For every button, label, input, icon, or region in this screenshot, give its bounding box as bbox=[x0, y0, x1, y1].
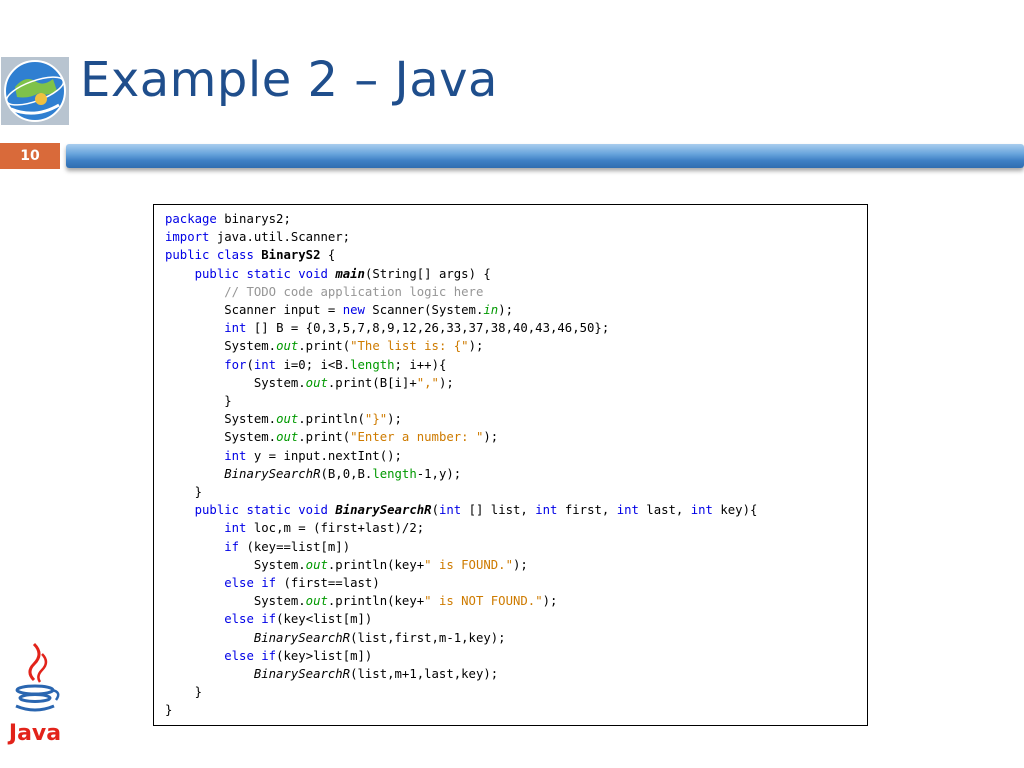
code-line-9: for(int i=0; i<B.length; i++){ bbox=[224, 357, 447, 372]
code-line-25: else if(key>list[m]) bbox=[224, 648, 373, 663]
code-line-15: BinarySearchR(B,0,B.length-1,y); bbox=[224, 466, 462, 481]
code-line-20: System.out.println(key+" is FOUND."); bbox=[165, 557, 528, 572]
code-line-24: BinarySearchR(list,first,m-1,key); bbox=[253, 630, 506, 645]
code-block: package binarys2; import java.util.Scann… bbox=[153, 204, 868, 726]
code-line-8: System.out.print("The list is: {"); bbox=[165, 339, 484, 354]
code-line-11: } bbox=[165, 394, 232, 409]
code-line-23: else if(key<list[m]) bbox=[224, 612, 373, 627]
code-line-13: System.out.print("Enter a number: "); bbox=[165, 430, 499, 445]
code-line-28: } bbox=[165, 703, 173, 718]
java-logo-icon: Java bbox=[7, 642, 61, 746]
code-line-4: public static void main(String[] args) { bbox=[194, 266, 491, 281]
code-line-22: System.out.println(key+" is NOT FOUND.")… bbox=[165, 594, 558, 609]
header-bar bbox=[66, 144, 1024, 168]
code-line-21: else if (first==last) bbox=[224, 576, 380, 591]
code-line-26: BinarySearchR(list,m+1,last,key); bbox=[253, 667, 499, 682]
code-line-7: int [] B = {0,3,5,7,8,9,12,26,33,37,38,4… bbox=[224, 321, 610, 336]
code-line-10: System.out.print(B[i]+","); bbox=[165, 375, 454, 390]
code-line-14: int y = input.nextInt(); bbox=[224, 448, 402, 463]
code-line-5: // TODO code application logic here bbox=[224, 284, 484, 299]
code-line-2: import java.util.Scanner; bbox=[165, 230, 351, 245]
globe-logo-icon bbox=[1, 57, 69, 125]
code-line-1: package binarys2; bbox=[165, 212, 291, 226]
slide-number: 10 bbox=[0, 143, 60, 169]
code-line-18: int loc,m = (first+last)/2; bbox=[224, 521, 425, 536]
slide-title: Example 2 – Java bbox=[80, 52, 498, 108]
code-text: package binarys2; import java.util.Scann… bbox=[165, 210, 757, 720]
code-line-12: System.out.println("}"); bbox=[165, 412, 402, 427]
code-line-17: public static void BinarySearchR(int [] … bbox=[194, 503, 758, 518]
code-line-27: } bbox=[165, 685, 203, 700]
java-logo-text: Java bbox=[7, 721, 61, 746]
code-line-6: Scanner input = new Scanner(System.in); bbox=[165, 303, 513, 318]
code-line-19: if (key==list[m]) bbox=[224, 539, 351, 554]
code-line-3: public class BinaryS2 { bbox=[165, 248, 336, 263]
code-line-16: } bbox=[165, 485, 203, 500]
